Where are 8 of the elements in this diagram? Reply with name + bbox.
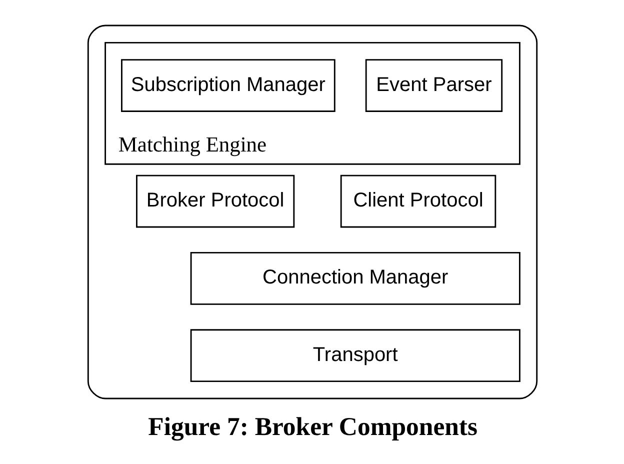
caption: Figure 7: Broker Components: [148, 412, 478, 441]
node-box: Transport: [190, 329, 520, 382]
node-box: Subscription Manager: [120, 59, 335, 112]
node-box: Connection Manager: [190, 252, 520, 305]
node-box: Event Parser: [364, 59, 502, 112]
cluster: [86, 24, 538, 400]
node-box: Client Protocol: [340, 174, 496, 228]
node-box: Broker Protocol: [136, 174, 294, 228]
